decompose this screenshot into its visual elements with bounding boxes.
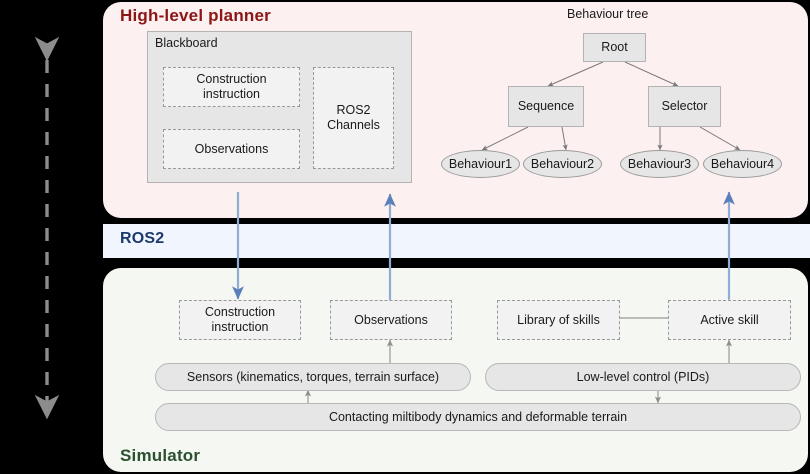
page-title-ros2: ROS2	[120, 230, 165, 247]
sim-construction-instruction-line1: Construction	[204, 305, 276, 320]
bt-node-sequence[interactable]: Sequence	[508, 86, 584, 127]
ros2-band	[103, 224, 810, 258]
sim-active-skill[interactable]: Active skill	[668, 300, 791, 340]
blackboard-observations[interactable]: Observations	[163, 129, 300, 169]
blackboard-observations-label: Observations	[194, 141, 269, 156]
sim-low-level-control-label: Low-level control (PIDs)	[576, 369, 710, 384]
sim-observations-label: Observations	[354, 312, 428, 327]
page-title-planner: High-level planner	[120, 6, 271, 25]
bt-node-selector-label: Selector	[661, 99, 708, 114]
bt-node-behaviour3-label: Behaviour3	[627, 156, 692, 171]
sim-construction-instruction-line2: instruction	[211, 320, 269, 334]
blackboard-ros2-channels-line2: Channels	[327, 118, 380, 132]
bt-node-sequence-label: Sequence	[517, 99, 575, 114]
bt-node-behaviour2[interactable]: Behaviour2	[523, 150, 602, 178]
sim-sensors-pill[interactable]: Sensors (kinematics, torques, terrain su…	[155, 363, 471, 391]
behaviour-tree-caption: Behaviour tree	[567, 7, 649, 21]
sim-library-of-skills[interactable]: Library of skills	[497, 300, 620, 340]
bt-node-root-label: Root	[601, 40, 628, 55]
page-title-simulator: Simulator	[120, 446, 201, 465]
bt-node-behaviour2-label: Behaviour2	[530, 156, 595, 171]
sim-dynamics-label: Contacting miltibody dynamics and deform…	[328, 409, 628, 424]
bt-node-behaviour1[interactable]: Behaviour1	[441, 150, 520, 178]
sim-observations[interactable]: Observations	[330, 300, 452, 340]
blackboard-ros2-channels-line1: ROS2	[336, 103, 371, 118]
blackboard-ros2-channels[interactable]: ROS2 Channels	[313, 67, 394, 169]
sim-sensors-label: Sensors (kinematics, torques, terrain su…	[186, 369, 440, 384]
sim-construction-instruction[interactable]: Construction instruction	[179, 300, 301, 340]
blackboard-construction-instruction-line2: instruction	[203, 87, 260, 101]
bt-node-behaviour4[interactable]: Behaviour4	[703, 150, 782, 178]
sim-library-of-skills-label: Library of skills	[517, 312, 600, 327]
bt-node-behaviour3[interactable]: Behaviour3	[620, 150, 699, 178]
sim-low-level-control-pill[interactable]: Low-level control (PIDs)	[485, 363, 801, 391]
blackboard-construction-instruction[interactable]: Construction instruction	[163, 67, 300, 107]
bt-node-behaviour4-label: Behaviour4	[710, 156, 775, 171]
blackboard-construction-instruction-line1: Construction	[196, 72, 267, 87]
bt-node-selector[interactable]: Selector	[648, 86, 721, 127]
blackboard-label: Blackboard	[155, 36, 218, 50]
sim-dynamics-pill[interactable]: Contacting miltibody dynamics and deform…	[155, 403, 801, 431]
bt-node-root[interactable]: Root	[583, 33, 646, 62]
sim-active-skill-label: Active skill	[700, 312, 759, 327]
bt-node-behaviour1-label: Behaviour1	[448, 156, 513, 171]
